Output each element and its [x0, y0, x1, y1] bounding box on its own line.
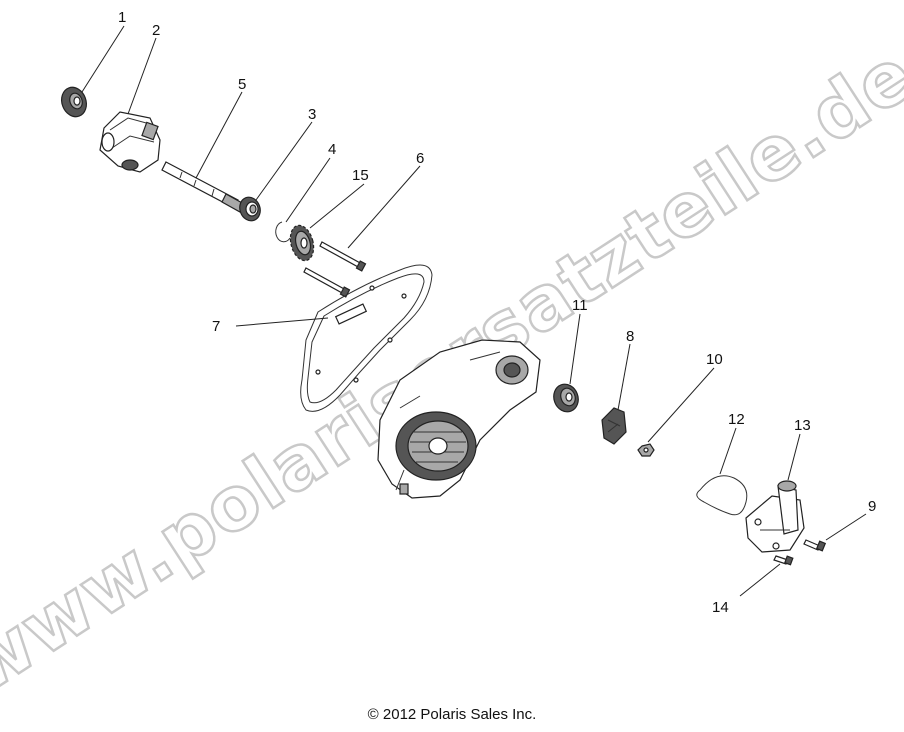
part-bolts	[303, 241, 367, 298]
part-bearing	[239, 196, 261, 222]
callout-3: 3	[308, 106, 316, 123]
part-nut	[637, 443, 655, 457]
callout-4: 4	[328, 141, 336, 158]
callout-2: 2	[152, 22, 160, 39]
callout-5: 5	[238, 76, 246, 93]
callout-11: 11	[572, 297, 588, 314]
part-gear	[289, 224, 315, 262]
part-pump-cover	[745, 480, 805, 553]
part-o-ring	[696, 475, 748, 516]
callout-10: 10	[706, 351, 723, 368]
callout-14: 14	[712, 599, 729, 616]
leader-lines	[81, 25, 867, 597]
copyright-notice: © 2012 Polaris Sales Inc.	[367, 706, 537, 723]
part-pump-housing	[99, 111, 161, 173]
part-crankcase-cover	[377, 339, 541, 499]
part-shaft	[161, 161, 245, 213]
part-oil-seal	[553, 383, 579, 413]
callout-13: 13	[794, 417, 811, 434]
part-gasket	[300, 264, 433, 412]
callout-6: 6	[416, 150, 424, 167]
part-bolt-long	[803, 539, 827, 552]
callout-9: 9	[868, 498, 876, 515]
callout-12: 12	[728, 411, 745, 428]
part-seal	[61, 86, 87, 118]
callout-7: 7	[212, 318, 220, 335]
callout-8: 8	[626, 328, 634, 345]
callout-15: 15	[352, 167, 369, 184]
part-snap-ring	[275, 221, 291, 243]
callout-labels: 1 2 3 4 5 6 7 8 9 10 11 12 13 14 15	[118, 9, 876, 616]
callout-1: 1	[118, 9, 126, 26]
part-impeller	[601, 407, 627, 445]
part-bolt-short	[773, 555, 794, 566]
